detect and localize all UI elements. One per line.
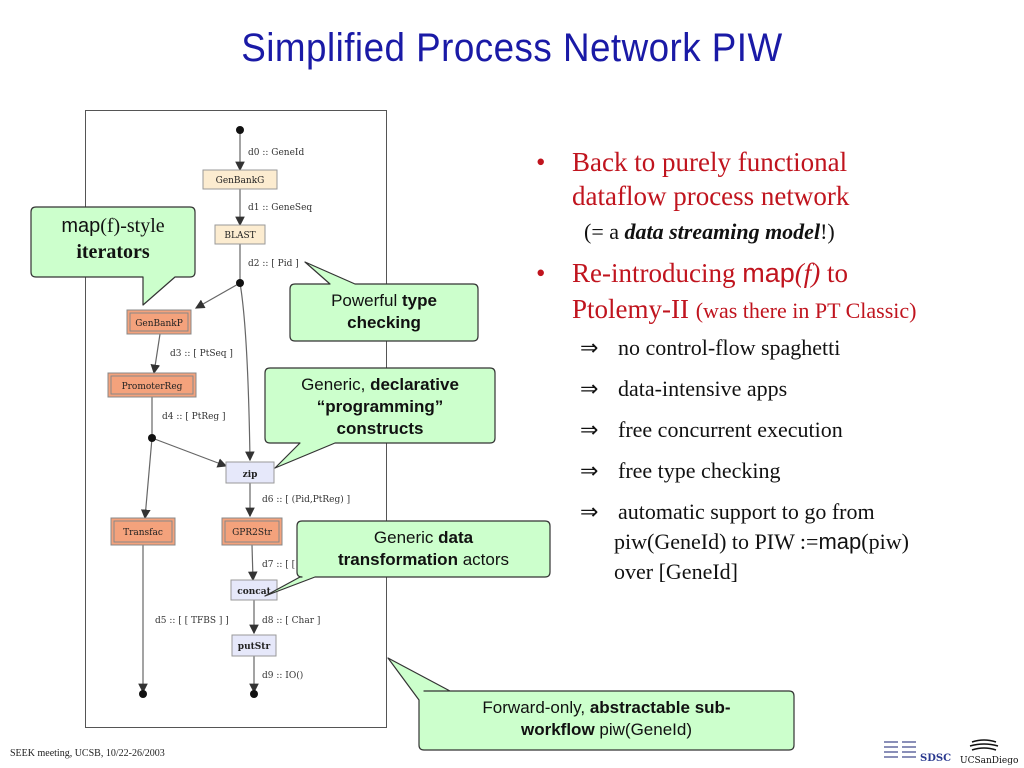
ucsd-logo-mark <box>969 739 999 751</box>
edge-d7 <box>247 544 258 582</box>
bullet-dot: • <box>536 258 546 288</box>
implies-icon: ⇒ <box>580 458 599 483</box>
callout-type-checking: Powerful type checking <box>331 291 437 332</box>
source-dot <box>236 126 244 134</box>
edge-label-d0: d0 :: GeneId <box>248 148 304 158</box>
implies-item: ⇒free type checking <box>580 456 1012 486</box>
node-zip <box>225 461 275 484</box>
callout-declarative: Generic, declarative “programming” const… <box>301 375 459 438</box>
node-promoterreg-label: PromoterReg <box>122 382 183 392</box>
node-genbankp-label: GenBankP <box>135 319 183 329</box>
node-transfac <box>110 517 176 546</box>
split-dot-2 <box>148 434 156 442</box>
edge-split-zip2 <box>151 437 228 468</box>
callout-map-iterators-shape <box>30 206 196 306</box>
edge-label-d6: d6 :: [ (Pid,PtReg) ] <box>262 494 350 505</box>
edge-split-transfac <box>140 437 153 520</box>
implies-icon: ⇒ <box>580 499 599 524</box>
callout-data-transform: Generic data transformation actors <box>338 528 509 569</box>
node-concat-label: concat <box>237 587 271 597</box>
edge-label-d5: d5 :: [ [ TFBS ] ] <box>155 616 229 626</box>
edge-split-zip <box>239 282 255 462</box>
node-genbankg-label: GenBankG <box>216 176 265 186</box>
implies-icon: ⇒ <box>580 335 599 360</box>
bullet-list: • Back to purely functional dataflow pro… <box>532 145 1012 587</box>
node-genbankg <box>202 169 278 190</box>
node-blast <box>214 224 266 245</box>
bullet-dot: • <box>536 147 546 177</box>
implies-icon: ⇒ <box>580 417 599 442</box>
sdsc-logo <box>884 741 916 758</box>
bullet-functional-sub: (= a data streaming model!) <box>584 219 835 244</box>
node-transfac-label: Transfac <box>123 528 163 538</box>
edge-split-genbankp <box>194 282 241 309</box>
edge-label-d9: d9 :: IO() <box>262 670 303 681</box>
node-promoterreg <box>107 372 197 398</box>
callout-data-transform-shape <box>264 520 551 597</box>
node-gpr2str <box>221 517 283 546</box>
split-dot <box>236 279 244 287</box>
implies-item: ⇒data-intensive apps <box>580 374 1012 404</box>
sdsc-logo-text: SDSC <box>920 753 951 764</box>
edge-label-d2: d2 :: [ Pid ] <box>248 259 299 269</box>
ucsd-logo-text: UCSanDiego <box>960 756 1018 766</box>
sink-dot-2 <box>250 690 258 698</box>
node-zip-label: zip <box>243 470 258 480</box>
edge-label-d3: d3 :: [ PtSeq ] <box>170 349 233 359</box>
footer-text: SEEK meeting, UCSB, 10/22-26/2003 <box>10 748 165 759</box>
edge-label-d7: d7 :: [ [ <box>262 560 295 570</box>
callout-forward-only-shape <box>387 657 795 751</box>
bullet-functional: • Back to purely functional dataflow pro… <box>536 147 850 211</box>
implies-item-continuation: piw(GeneId) to PIW :=map(piw) over [Gene… <box>614 529 909 584</box>
implies-icon: ⇒ <box>580 376 599 401</box>
edge-label-d1: d1 :: GeneSeq <box>248 203 312 213</box>
edge-d3 <box>150 333 161 375</box>
node-putstr-label: putStr <box>238 642 271 652</box>
callout-forward-only: Forward-only, abstractable sub- workflow… <box>482 698 731 739</box>
logos: SDSC UCSanDiego <box>884 739 1018 766</box>
bullet-map: • Re-introducing map(f) to Ptolemy-II (w… <box>532 255 1012 329</box>
page-title: Simplified Process Network PIW <box>241 26 783 70</box>
callout-map-iterators: map(f)-style iterators <box>61 215 165 263</box>
implies-list: ⇒no control-flow spaghetti ⇒data-intensi… <box>532 333 1012 587</box>
implies-item: ⇒free concurrent execution <box>580 415 1012 445</box>
callout-type-checking-shape <box>289 261 479 342</box>
implies-item: ⇒no control-flow spaghetti <box>580 333 1012 363</box>
node-blast-label: BLAST <box>224 231 255 241</box>
sink-dot-1 <box>139 690 147 698</box>
edge-label-d4: d4 :: [ PtReg ] <box>162 412 226 422</box>
node-putstr <box>231 634 277 657</box>
callout-map-word: map <box>61 215 101 237</box>
callout-declarative-shape <box>264 367 496 469</box>
implies-item-automatic: ⇒automatic support to go from <box>580 497 1012 527</box>
node-gpr2str-label: GPR2Str <box>232 528 273 538</box>
node-genbankp <box>126 309 192 335</box>
edge-label-d8: d8 :: [ Char ] <box>262 616 320 626</box>
